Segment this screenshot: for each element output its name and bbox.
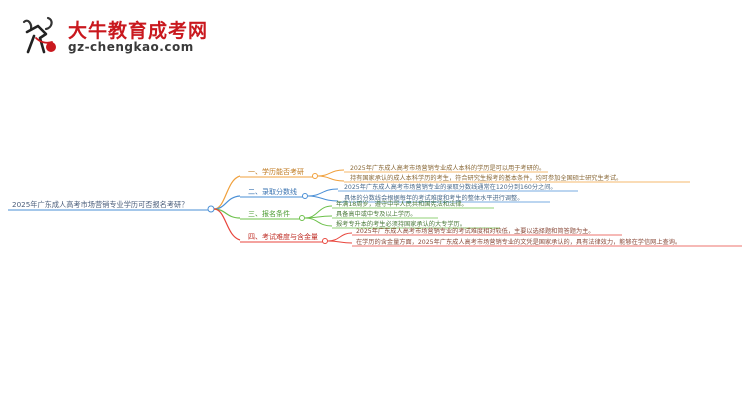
branch-3-dot [299,215,305,221]
leaf-1-1-connector [317,169,345,177]
leaf-4-1-connector [327,232,353,242]
leaf-4-2: 在学历的含金量方面，2025年广东成人高考市场营销专业的文凭是国家承认的，具有法… [356,238,681,246]
branch-2-label: 二、录取分数线 [248,187,297,196]
site-header: 大牛教育成考网 gz-chengkao.com [18,14,278,58]
leaf-4-1: 2025年广东成人高考市场营销专业的考试难度相对较低，主要以选择题和简答题为主。 [356,227,595,235]
branch-4-label: 四、考试难度与含金量 [248,232,318,241]
branch-1-connector [213,175,241,210]
brand-name: 大牛教育成考网 [68,20,209,42]
leaf-2-1: 2025年广东成人高考市场营销专业的录取分数线通常在120分到160分之间。 [344,183,557,191]
leaf-1-1: 2025年广东成人高考市场营销专业成人本科的学历是可以用于考研的。 [350,164,545,172]
branch-2-dot [302,193,308,199]
leaf-1-2: 持有国家承认的成人本科学历的考生，符合研究生报考的基本条件，均可参加全国硕士研究… [350,174,622,182]
leaf-2-2-connector [307,195,339,202]
leaf-3-3: 报考专升本的考生必须持国家承认的大专学历。 [336,220,466,228]
branch-1-dot [312,173,318,179]
branch-4-connector [213,208,241,241]
root-label: 2025年广东成人高考市场营销专业学历可否报名考研？ [12,200,188,209]
branch-4-dot [322,238,328,244]
branch-node-2[interactable]: 二、录取分数线 [240,187,308,199]
leaf-3-2: 具备高中或中专及以上学历。 [336,210,416,218]
root-connector-dot [207,205,215,213]
brand-url: gz-chengkao.com [68,40,194,54]
branch-node-3[interactable]: 三、报名条件 [240,209,305,221]
leaf-3-1: 年满18周岁，遵守中华人民共和国宪法和法律。 [336,200,468,208]
leaf-4-2-connector [327,240,353,244]
branch-node-1[interactable]: 一、学历能否考研 [240,167,318,179]
bull-logo-icon [22,16,56,54]
root-node[interactable]: 2025年广东成人高考市场营销专业学历可否报名考研？ [8,200,215,213]
leaf-2-2: 具体的分数线会根据每年的考试难度和考生的整体水平进行调整。 [344,194,523,202]
branch-1-label: 一、学历能否考研 [248,167,304,176]
leaf-3-3-connector [304,217,333,227]
leaf-1-2-connector [317,175,345,182]
leaf-2-1-connector [307,188,339,197]
branch-3-label: 三、报名条件 [248,209,290,218]
branch-node-4[interactable]: 四、考试难度与含金量 [240,232,328,244]
